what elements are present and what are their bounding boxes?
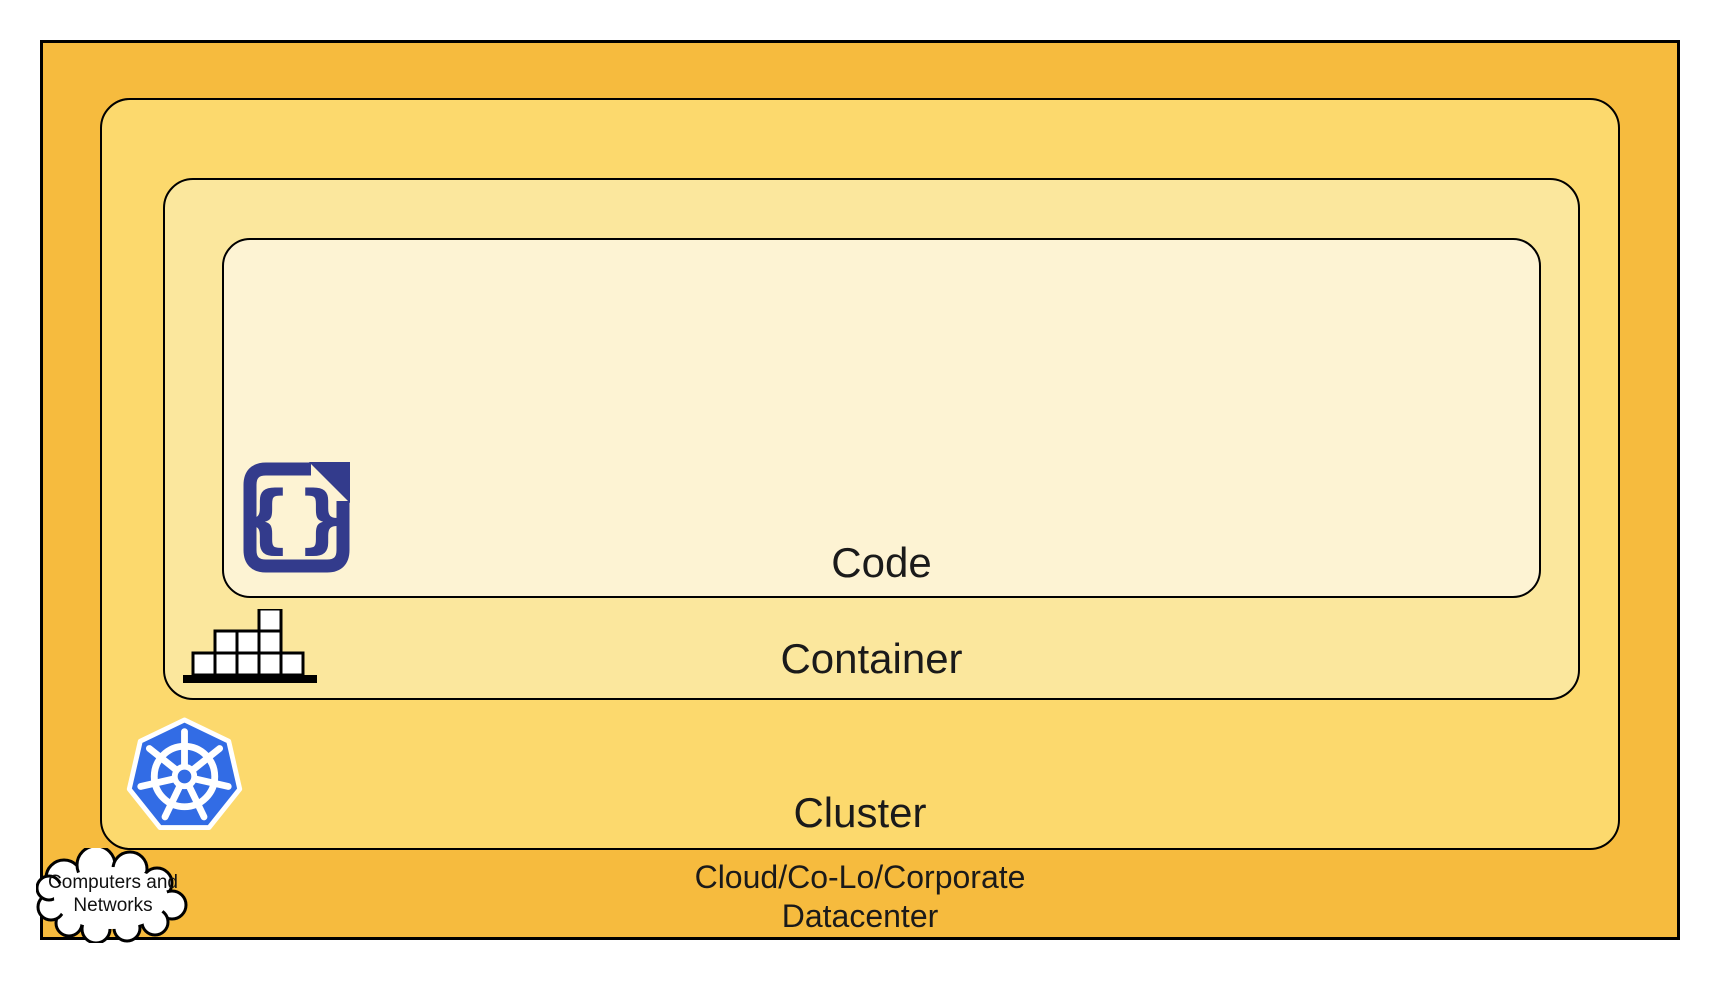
- layer-cluster: {} Code: [100, 98, 1620, 850]
- datacenter-label-line2: Datacenter: [781, 898, 939, 934]
- cloud-callout-line1: Computers and: [48, 872, 178, 893]
- container-label: Container: [780, 635, 963, 682]
- datacenter-label-line1: Cloud/Co-Lo/Corporate: [694, 859, 1026, 895]
- datacenter-label: Cloud/Co-Lo/Corporate Datacenter: [43, 858, 1677, 936]
- svg-text:{}: {}: [239, 476, 352, 562]
- cluster-label: Cluster: [793, 789, 927, 836]
- layer-datacenter: {} Code: [40, 40, 1680, 940]
- layer-container: {} Code: [163, 178, 1580, 700]
- layer-code: {} Code: [222, 238, 1541, 598]
- code-file-icon: {}: [239, 462, 352, 573]
- container-stack-icon: [183, 609, 317, 683]
- cloud-icon: [36, 848, 188, 943]
- kubernetes-icon: [126, 717, 243, 830]
- cloud-callout-line2: Networks: [73, 895, 153, 916]
- computers-networks-cloud: Computers and Networks: [36, 848, 190, 943]
- code-label: Code: [831, 539, 932, 586]
- cloud-callout-text: Computers and Networks: [36, 871, 190, 917]
